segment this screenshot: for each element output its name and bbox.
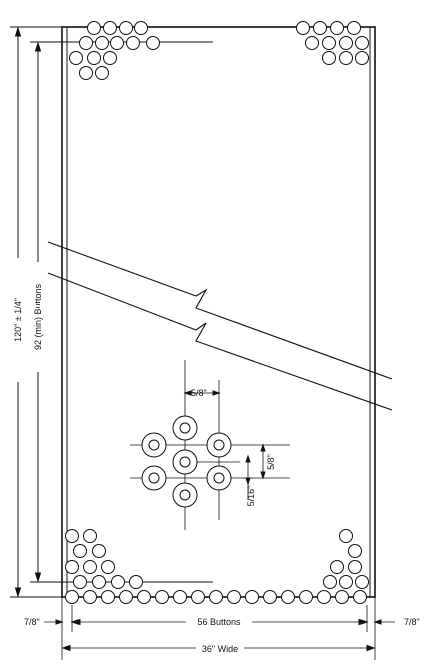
button-row-bottom [65,590,367,604]
button-hole [179,489,191,501]
total-height-label: 120" ± 1/4" [13,298,23,342]
button [227,590,241,604]
button [339,529,353,543]
button [87,21,101,35]
button [155,590,169,604]
button [322,51,336,65]
offset-label: 5/16" [246,486,256,507]
button [83,590,97,604]
button [355,575,369,589]
button [296,21,310,35]
total-width-label: 36" Wide [202,644,238,654]
button-hole [148,439,160,451]
button [348,544,362,558]
button-cluster-top-right [296,21,369,65]
button [83,529,97,543]
button [209,590,223,604]
button-cluster-bottom-left [65,529,143,589]
button [339,36,353,50]
buttons-height-arrow-bottom [34,572,42,583]
button [137,590,151,604]
button [335,590,349,604]
button [129,575,143,589]
button [79,66,93,80]
button [322,36,336,50]
button [313,21,327,35]
button-cluster-top-left [69,21,160,80]
button [126,36,140,50]
button-hole [213,439,225,451]
margin-right-label: 7/8" [404,617,420,627]
button [65,560,79,574]
button [92,544,106,558]
button [119,21,133,35]
button [103,21,117,35]
button [330,21,344,35]
button [69,51,83,65]
bottom-buttons-label: 56 Buttons [197,617,241,627]
button [65,590,79,604]
buttons-height-arrow-top [34,41,42,52]
button [92,575,106,589]
button [119,590,133,604]
button [191,590,205,604]
button-pattern-detail: 5/8" 5/8" 5/16" [130,360,290,530]
button [355,51,369,65]
button [323,575,337,589]
button [79,36,93,50]
button-hole [148,472,160,484]
button [83,560,97,574]
horizontal-spacing-label: 5/8" [191,388,207,398]
button [281,590,295,604]
button-hole [179,422,191,434]
break-line-lower [47,272,393,411]
button [263,590,277,604]
total-height-arrow-top [14,26,22,37]
panel-outline [61,26,376,598]
button [353,590,367,604]
button [317,590,331,604]
button [339,51,353,65]
button [299,590,313,604]
button-hole [179,456,191,468]
button [73,575,87,589]
button [111,575,125,589]
button [101,590,115,604]
button [245,590,259,604]
button [173,590,187,604]
button-cluster-bottom-right [323,529,369,589]
break-line-upper [47,241,393,380]
button [348,560,362,574]
button [101,560,115,574]
button [330,560,344,574]
button [339,575,353,589]
button [103,51,117,65]
button [95,36,109,50]
button [73,544,87,558]
vertical-spacing-label: 5/8" [266,454,276,470]
button [347,21,361,35]
button [305,36,319,50]
total-height-arrow-bottom [14,587,22,598]
button [110,36,124,50]
button-hole [213,472,225,484]
buttons-height-label: 92 (min) Buttons [33,283,43,350]
button [146,36,160,50]
button [134,21,148,35]
button [95,66,109,80]
button [87,51,101,65]
button [355,36,369,50]
margin-left-label: 7/8" [24,617,40,627]
button [65,529,79,543]
